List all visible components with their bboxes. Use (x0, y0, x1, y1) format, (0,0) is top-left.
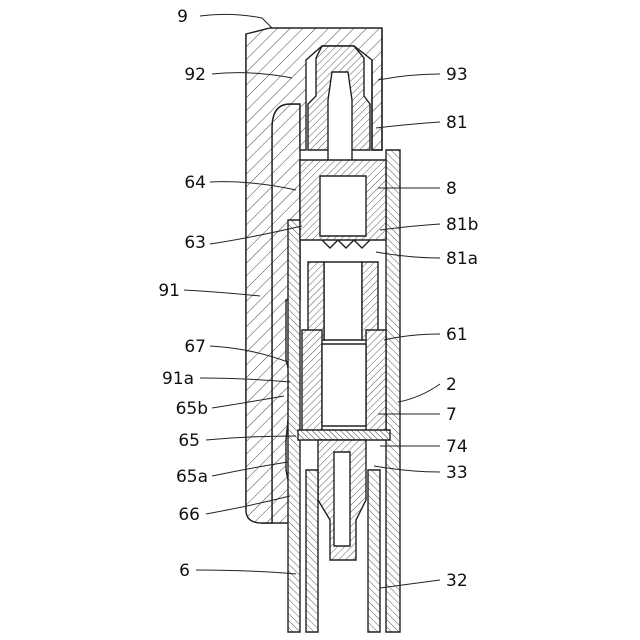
barrel-6-left (288, 220, 300, 632)
label-8: 8 (446, 179, 457, 199)
label-81a: 81a (446, 249, 478, 269)
refill-32-left (306, 470, 318, 632)
member-7-core (322, 344, 366, 426)
label-66: 66 (178, 505, 200, 525)
sleeve-right (362, 262, 378, 340)
barrel-2-right (386, 150, 400, 632)
label-9: 9 (177, 7, 188, 27)
sleeve-left (308, 262, 324, 340)
label-61: 61 (446, 325, 468, 345)
serration-81a (322, 240, 370, 248)
label-65: 65 (178, 431, 200, 451)
tip-33-core (334, 452, 350, 546)
label-7: 7 (446, 405, 457, 425)
member-7-right (366, 330, 386, 432)
label-81: 81 (446, 113, 468, 133)
label-91a: 91a (162, 369, 194, 389)
label-93: 93 (446, 65, 468, 85)
holder-81-core (328, 72, 352, 170)
drawing-parts (246, 28, 400, 632)
label-6: 6 (179, 561, 190, 581)
label-74: 74 (446, 437, 468, 457)
inner-shaft (324, 262, 362, 340)
label-2: 2 (446, 375, 457, 395)
label-92: 92 (184, 65, 206, 85)
label-67: 67 (184, 337, 206, 357)
refill-32-right (368, 470, 380, 632)
label-91: 91 (158, 281, 180, 301)
member-8-core (320, 176, 366, 236)
label-65a: 65a (176, 467, 208, 487)
ring-74 (298, 430, 390, 440)
label-65b: 65b (176, 399, 208, 419)
label-64: 64 (184, 173, 206, 193)
label-63: 63 (184, 233, 206, 253)
label-33: 33 (446, 463, 468, 483)
label-81b: 81b (446, 215, 478, 235)
member-7-left (302, 330, 322, 432)
label-32: 32 (446, 571, 468, 591)
